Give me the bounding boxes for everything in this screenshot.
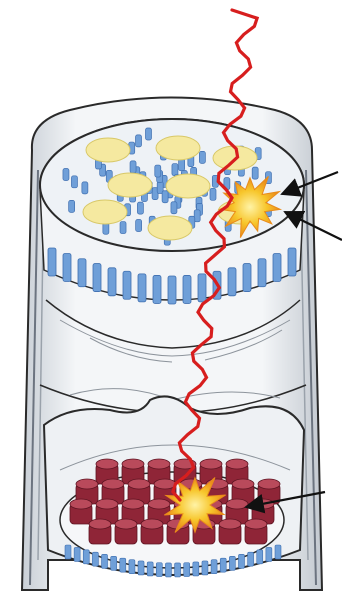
lipid-top: [70, 499, 92, 509]
rim-peg: [120, 558, 126, 572]
rim-peg: [275, 545, 281, 559]
lipid-top: [226, 499, 248, 509]
lipid-top: [102, 479, 124, 489]
rim-peg: [92, 552, 98, 566]
protein-stalk: [136, 219, 142, 231]
protein-stalk: [136, 135, 142, 147]
rim-peg: [83, 550, 89, 564]
protein-stalk: [69, 200, 75, 212]
rim-peg: [184, 563, 190, 577]
rim-peg: [198, 274, 206, 302]
protein-stalk: [145, 128, 151, 140]
protein-stalk: [210, 188, 216, 200]
lipid-top: [245, 519, 267, 529]
rim-peg: [220, 558, 226, 572]
protein-stalk: [130, 161, 136, 173]
rim-peg: [193, 562, 199, 576]
protein-stalk: [155, 165, 161, 177]
rim-peg: [138, 274, 146, 302]
lipid-top: [200, 459, 222, 469]
rim-peg: [74, 547, 80, 561]
rim-peg: [102, 554, 108, 568]
protein-stalk: [137, 202, 143, 214]
lipid-top: [128, 479, 150, 489]
rim-peg: [258, 259, 266, 287]
lipid-top: [148, 459, 170, 469]
rim-peg: [138, 561, 144, 575]
rim-peg: [202, 561, 208, 575]
protein-head: [86, 138, 130, 162]
protein-stalk: [71, 176, 77, 188]
lipid-top: [122, 499, 144, 509]
lipid-top: [226, 459, 248, 469]
protein-head: [148, 216, 192, 240]
rim-peg: [48, 248, 56, 276]
rim-peg: [65, 545, 71, 559]
protein-head: [83, 200, 127, 224]
rim-peg: [238, 554, 244, 568]
rim-peg: [229, 556, 235, 570]
rim-peg: [93, 264, 101, 292]
protein-stalk: [199, 151, 205, 163]
lipid-top: [258, 479, 280, 489]
protein-head: [166, 174, 210, 198]
rim-peg: [228, 268, 236, 296]
protein-stalk: [171, 202, 177, 214]
rim-peg: [78, 259, 86, 287]
protein-stalk: [179, 159, 185, 171]
rim-peg: [273, 253, 281, 281]
rim-peg: [123, 271, 131, 299]
lipid-top: [96, 459, 118, 469]
rim-peg: [175, 563, 181, 577]
protein-stalk: [172, 164, 178, 176]
protein-stalk: [63, 168, 69, 180]
lipid-top: [96, 499, 118, 509]
lipid-top: [122, 459, 144, 469]
rim-peg: [63, 253, 71, 281]
rim-peg: [211, 560, 217, 574]
rim-peg: [288, 248, 296, 276]
protein-stalk: [252, 167, 258, 179]
rim-peg: [183, 275, 191, 303]
rim-peg: [165, 563, 171, 577]
protein-head: [108, 173, 152, 197]
lipid-top: [141, 519, 163, 529]
protein-stalk: [82, 182, 88, 194]
rim-peg: [257, 550, 263, 564]
rim-peg: [156, 563, 162, 577]
rim-peg: [248, 552, 254, 566]
protein-head: [156, 136, 200, 160]
lipid-top: [232, 479, 254, 489]
rim-peg: [129, 560, 135, 574]
protein-stalk: [162, 191, 168, 203]
rim-peg: [243, 264, 251, 292]
rim-peg: [108, 268, 116, 296]
lipid-top: [219, 519, 241, 529]
rim-peg: [111, 556, 117, 570]
lipid-top: [89, 519, 111, 529]
protein-stalk: [120, 222, 126, 234]
rim-peg: [153, 275, 161, 303]
lipid-top: [76, 479, 98, 489]
lipid-top: [148, 499, 170, 509]
lipid-top: [115, 519, 137, 529]
rim-peg: [147, 562, 153, 576]
rim-peg: [266, 547, 272, 561]
rim-peg: [168, 276, 176, 304]
